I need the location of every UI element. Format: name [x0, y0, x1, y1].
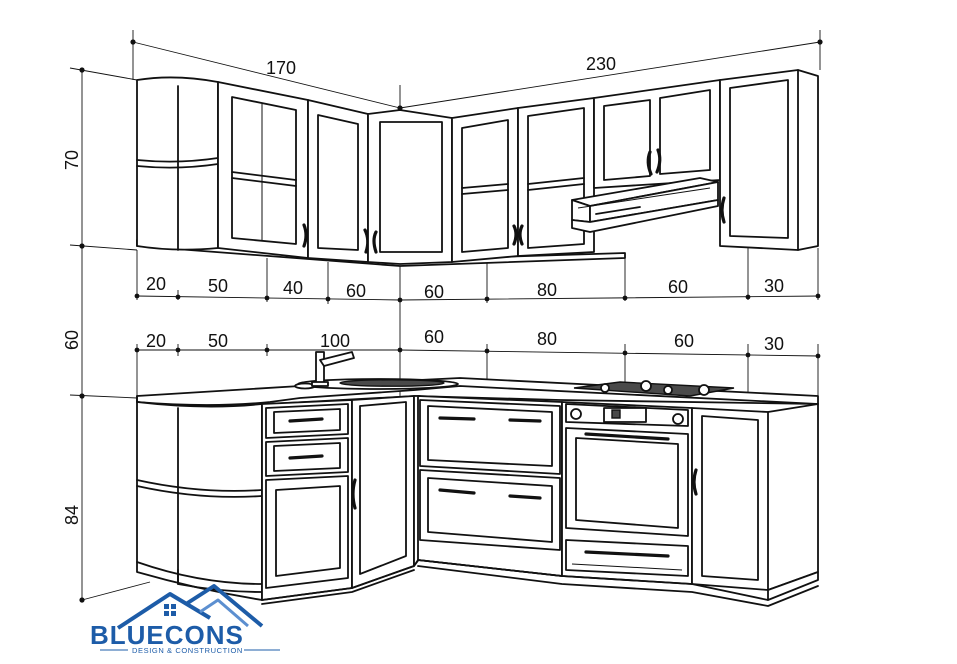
oven: [561, 401, 693, 585]
base-sink-door: [351, 395, 415, 589]
dim-base-height: 84: [62, 505, 82, 525]
dim-gap-height: 60: [62, 330, 82, 350]
dim-lower-6: 60: [674, 331, 694, 351]
wall-cabinets: [136, 69, 819, 267]
faucet: [311, 351, 355, 387]
base-drawers-center: [417, 395, 563, 577]
cooktop: [573, 380, 735, 397]
dim-upper-3: 40: [283, 278, 303, 298]
dim-upper-4: 60: [346, 281, 366, 301]
wall-cabinet-door-2: [307, 99, 370, 263]
dim-top-left: 170: [266, 58, 296, 78]
dimension-labels: 170 230 70 60 84 20 50 40 60 60 80 60 30…: [62, 54, 784, 525]
wall-glass-cabinet-right-2: [517, 97, 595, 257]
logo-name: BLUECONS: [90, 620, 244, 650]
dim-upper-1: 20: [146, 274, 166, 294]
bluecons-logo: BLUECONS DESIGN & CONSTRUCTION: [90, 584, 280, 655]
dim-lower-7: 30: [764, 334, 784, 354]
wall-glass-cabinet-right: [451, 107, 519, 263]
wall-corner-shelf: [136, 76, 219, 251]
dim-upper-6: 80: [537, 280, 557, 300]
logo-tagline: DESIGN & CONSTRUCTION: [132, 646, 243, 655]
dim-upper-8: 30: [764, 276, 784, 296]
dim-lower-2: 50: [208, 331, 228, 351]
dim-lower-5: 80: [537, 329, 557, 349]
dimension-lines: [69, 30, 823, 603]
base-cabinets: [136, 395, 819, 607]
dim-upper-2: 50: [208, 276, 228, 296]
wall-glass-cabinet-left: [217, 81, 309, 259]
dim-upper-7: 60: [668, 277, 688, 297]
sink: [294, 378, 459, 390]
base-drawer-unit: [261, 399, 353, 601]
range-hood: [571, 177, 719, 233]
base-corner-shelf: [136, 401, 263, 601]
dim-lower-4: 60: [424, 327, 444, 347]
dim-upper-5: 60: [424, 282, 444, 302]
base-right-door: [691, 403, 819, 601]
wall-cabinet-above-hood: [593, 79, 721, 189]
house-roof-icon: [116, 584, 264, 630]
dim-wall-height: 70: [62, 150, 82, 170]
dim-lower-3: 100: [320, 331, 350, 351]
wall-cabinet-right-end: [719, 69, 819, 251]
wall-corner-cabinet: [367, 109, 453, 265]
dim-top-right: 230: [586, 54, 616, 74]
dim-lower-1: 20: [146, 331, 166, 351]
